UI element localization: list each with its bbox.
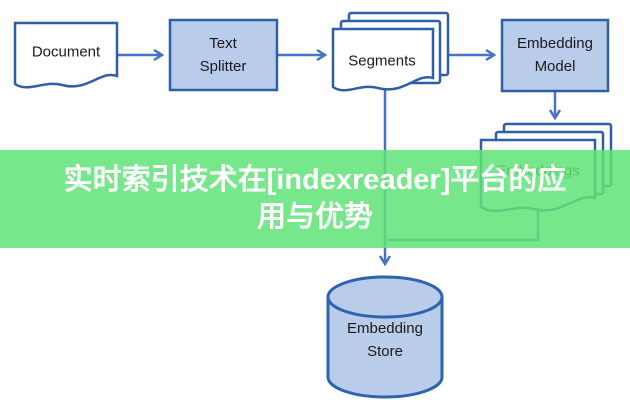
document-node <box>13 21 119 89</box>
embedding-store-node <box>326 275 444 399</box>
banner-title-line-2: 用与优势 <box>256 201 373 233</box>
text-splitter-node <box>168 18 279 92</box>
embedding-store-label: Embedding Store <box>347 319 423 360</box>
segments-front-page <box>331 27 435 92</box>
document-shape <box>13 21 119 89</box>
embedding-model-label: Embedding Model <box>517 34 593 75</box>
document-label: Document <box>31 43 101 61</box>
embedding-store-body <box>326 295 444 399</box>
text-splitter-label: Text Splitter <box>199 34 247 75</box>
embedding-model-node <box>500 18 610 93</box>
segments-node <box>331 11 450 92</box>
embedding-store-top <box>326 275 444 319</box>
title-banner: 实时索引技术在[indexreader]平台的应 用与优势 <box>0 150 630 248</box>
banner-title-line-1: 实时索引技术在[indexreader]平台的应 <box>63 164 567 196</box>
segments-label: Segments <box>348 52 416 70</box>
